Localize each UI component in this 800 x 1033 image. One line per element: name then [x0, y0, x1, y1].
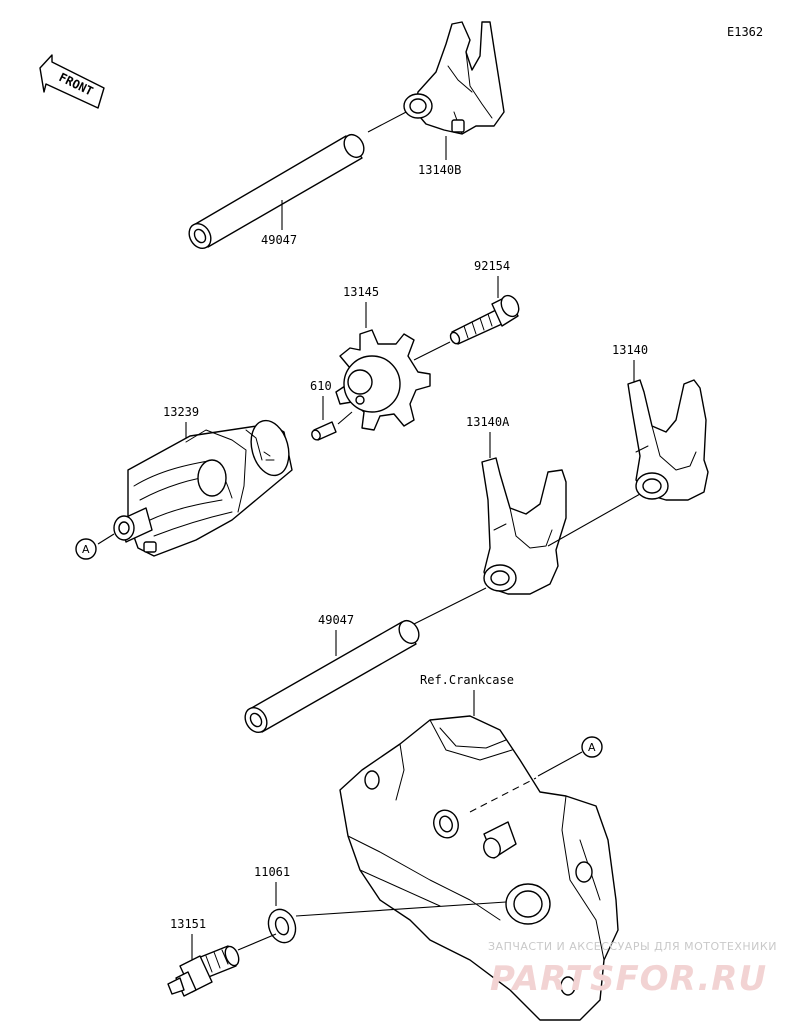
bolt-92154: [449, 294, 520, 345]
shaft-lower: [244, 619, 420, 734]
label-13239: 13239: [163, 405, 199, 419]
label-92154: 92154: [474, 259, 510, 273]
shift-fork-13140B: [403, 21, 505, 135]
neutral-switch-13151: [167, 945, 240, 997]
label-49047-lower: 49047: [318, 613, 354, 627]
pin-610: [311, 421, 337, 441]
label-13140B: 13140B: [418, 163, 461, 177]
svg-text:A: A: [82, 543, 90, 556]
diagram-code: E1362: [727, 25, 763, 39]
crankcase-ref: [339, 715, 619, 1021]
shift-drum-13239: [113, 419, 293, 557]
shift-drum-plate-13145: [335, 329, 431, 431]
shaft-upper: [188, 133, 365, 250]
watermark-logo: PARTSFOR.RU: [490, 959, 767, 999]
label-13140: 13140: [612, 343, 648, 357]
label-13145: 13145: [343, 285, 379, 299]
label-11061: 11061: [254, 865, 290, 879]
label-49047-upper: 49047: [261, 233, 297, 247]
washer-11061: [267, 908, 297, 944]
watermark-tagline: ЗАПЧАСТИ И АКСЕССУАРЫ ДЛЯ МОТОТЕХНИКИ: [488, 940, 777, 953]
svg-text:A: A: [588, 741, 596, 754]
ref-marker-a-drum: A: [75, 538, 97, 560]
label-13151: 13151: [170, 917, 206, 931]
label-13140A: 13140A: [466, 415, 510, 429]
ref-marker-a-crankcase: A: [581, 736, 603, 758]
label-610: 610: [310, 379, 332, 393]
front-arrow-icon: FRONT: [39, 54, 105, 109]
watermark: ЗАПЧАСТИ И АКСЕССУАРЫ ДЛЯ МОТОТЕХНИКИ PA…: [488, 940, 777, 999]
label-ref-crankcase: Ref.Crankcase: [420, 673, 514, 687]
shift-fork-13140: [627, 379, 709, 501]
shift-fork-13140A: [481, 457, 567, 595]
